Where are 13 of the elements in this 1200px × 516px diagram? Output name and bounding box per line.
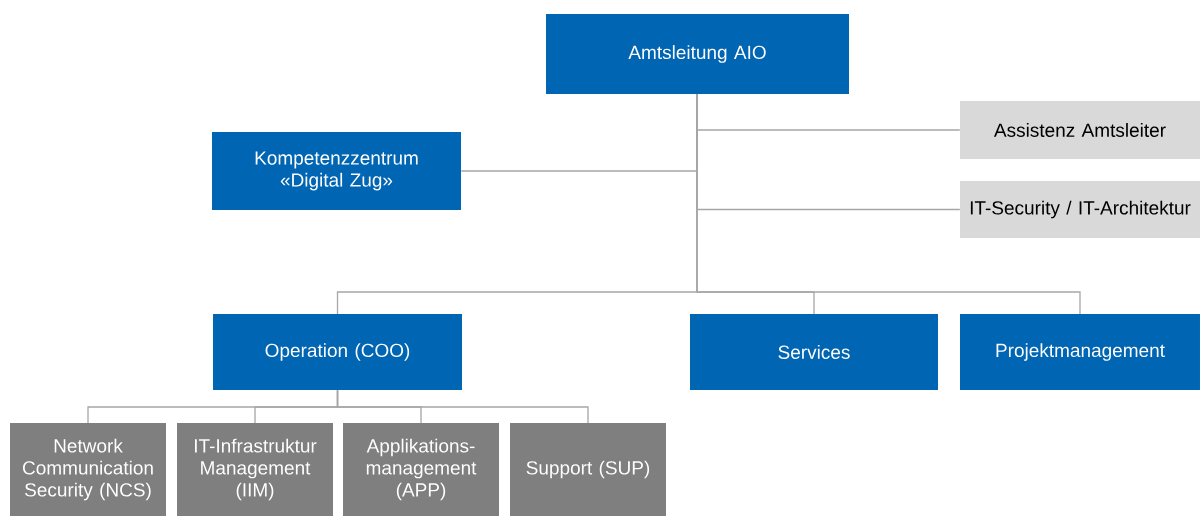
department-box: Network Communication Security (NCS): [10, 423, 166, 516]
staff-box: IT-Security / IT-Architektur: [960, 181, 1200, 238]
org-box: Operation (COO): [213, 314, 462, 390]
org-box: Projektmanagement: [960, 314, 1200, 390]
connector-line: [696, 93, 1081, 315]
connector-line: [336, 389, 589, 424]
org-box: Kompetenzzentrum «Digital Zug»: [212, 132, 461, 210]
department-box: IT-Infrastruktur Management (IIM): [177, 423, 333, 516]
staff-box: Assistenz Amtsleiter: [960, 101, 1200, 159]
department-box: Applikations-management (APP): [343, 423, 499, 516]
org-box: Services: [690, 314, 938, 390]
org-box: Amtsleitung AIO: [546, 14, 849, 94]
department-box: Support (SUP): [510, 423, 666, 516]
